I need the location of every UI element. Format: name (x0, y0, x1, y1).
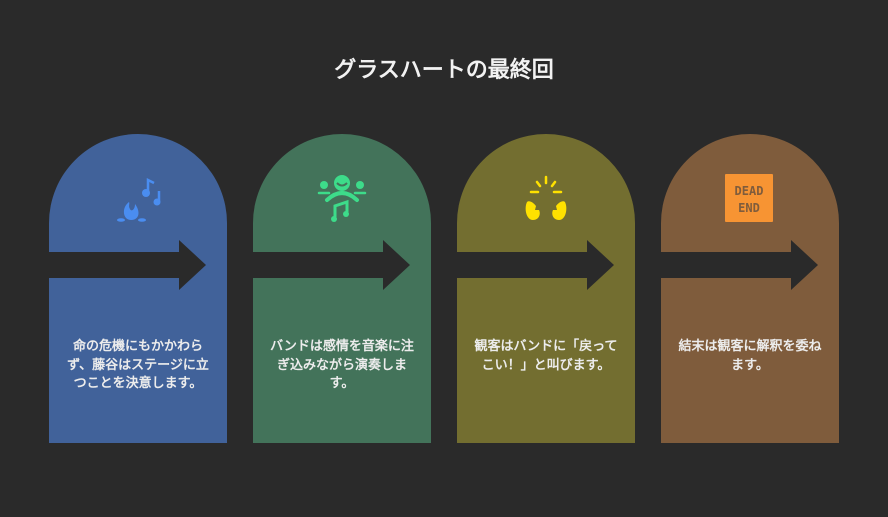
step-card-4: DEAD END 結末は観客に解釈を委ねます。 (661, 134, 839, 443)
arrow-right-icon (661, 240, 818, 290)
step-text: 命の危機にもかかわらず、藤谷はステージに立つことを決意します。 (67, 339, 209, 391)
svg-text:DEAD: DEAD (735, 184, 764, 198)
campfire-music-icon (117, 177, 161, 222)
step-text: バンドは感情を音楽に注ぎ込みながら演奏します。 (270, 339, 414, 391)
step-text: 観客はバンドに「戻ってこい！」と叫びます。 (474, 339, 618, 373)
step-card-2: バンドは感情を音楽に注ぎ込みながら演奏します。 (253, 134, 431, 443)
clapping-hands-icon (525, 175, 567, 220)
step-card-3: 観客はバンドに「戻ってこい！」と叫びます。 (457, 134, 635, 443)
svg-text:END: END (738, 201, 760, 215)
step-card-1: 命の危機にもかかわらず、藤谷はステージに立つことを決意します。 (49, 134, 227, 443)
step-text: 結末は観客に解釈を委ねます。 (678, 339, 822, 373)
arrow-right-icon (253, 240, 410, 290)
dead-end-sign-icon: DEAD END (725, 174, 773, 222)
arrow-right-icon (457, 240, 614, 290)
diagram-title: グラスハートの最終回 (334, 58, 554, 83)
singer-dance-icon (317, 175, 367, 222)
arrow-right-icon (49, 240, 206, 290)
